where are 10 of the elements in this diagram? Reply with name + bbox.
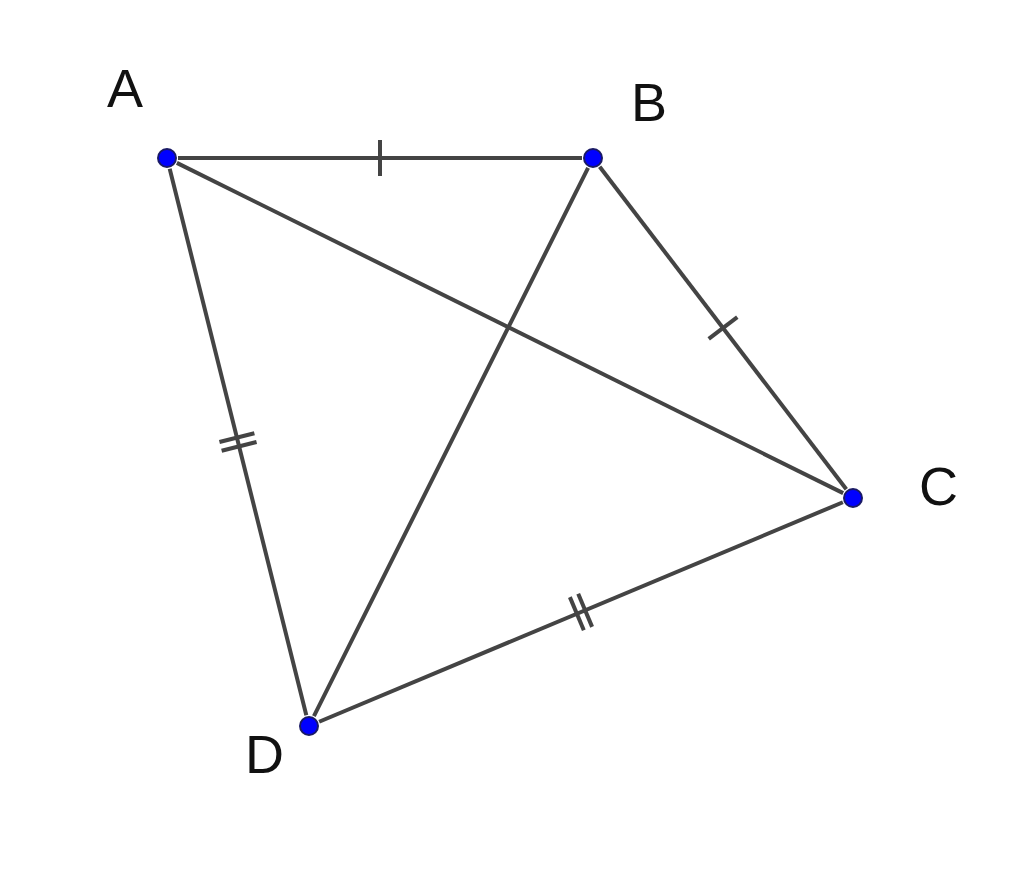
line-segment (175, 161, 845, 495)
line-segment (178, 156, 582, 160)
point-label: D (245, 727, 284, 781)
line-segment (312, 166, 590, 718)
line-segment (598, 165, 848, 491)
point-label: A (107, 61, 144, 115)
point-label: C (919, 459, 958, 513)
line-segment (167, 168, 309, 716)
line-segment (318, 500, 844, 724)
point-label: B (631, 75, 668, 129)
